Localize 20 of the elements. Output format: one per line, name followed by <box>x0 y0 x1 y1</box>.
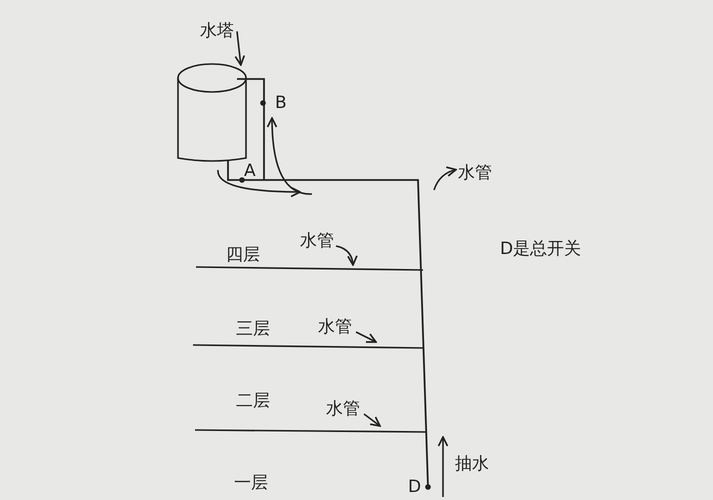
note-text: D是总开关 <box>500 240 582 259</box>
pipe-label: 水管 <box>300 232 334 251</box>
leader-arrow <box>433 166 457 190</box>
pipe-label: 水管 <box>458 164 492 183</box>
floor-label: 四层 <box>226 246 260 265</box>
flow-label: 抽水 <box>455 455 489 474</box>
leader-arrow <box>234 31 246 66</box>
leader-arrow <box>356 331 377 343</box>
leader-arrow <box>364 413 381 427</box>
leader-arrow <box>336 245 358 266</box>
pipe-label: 水管 <box>326 400 360 419</box>
floor-label: 三层 <box>236 320 270 339</box>
floor-label: 一层 <box>234 474 268 493</box>
point-label: A <box>244 162 256 181</box>
water-tank <box>176 62 248 164</box>
point-label: D <box>408 478 422 497</box>
floor-label: 二层 <box>236 392 270 411</box>
point-label: B <box>275 94 287 113</box>
pipe-label: 水管 <box>318 318 352 337</box>
tower-label: 水塔 <box>200 22 234 41</box>
